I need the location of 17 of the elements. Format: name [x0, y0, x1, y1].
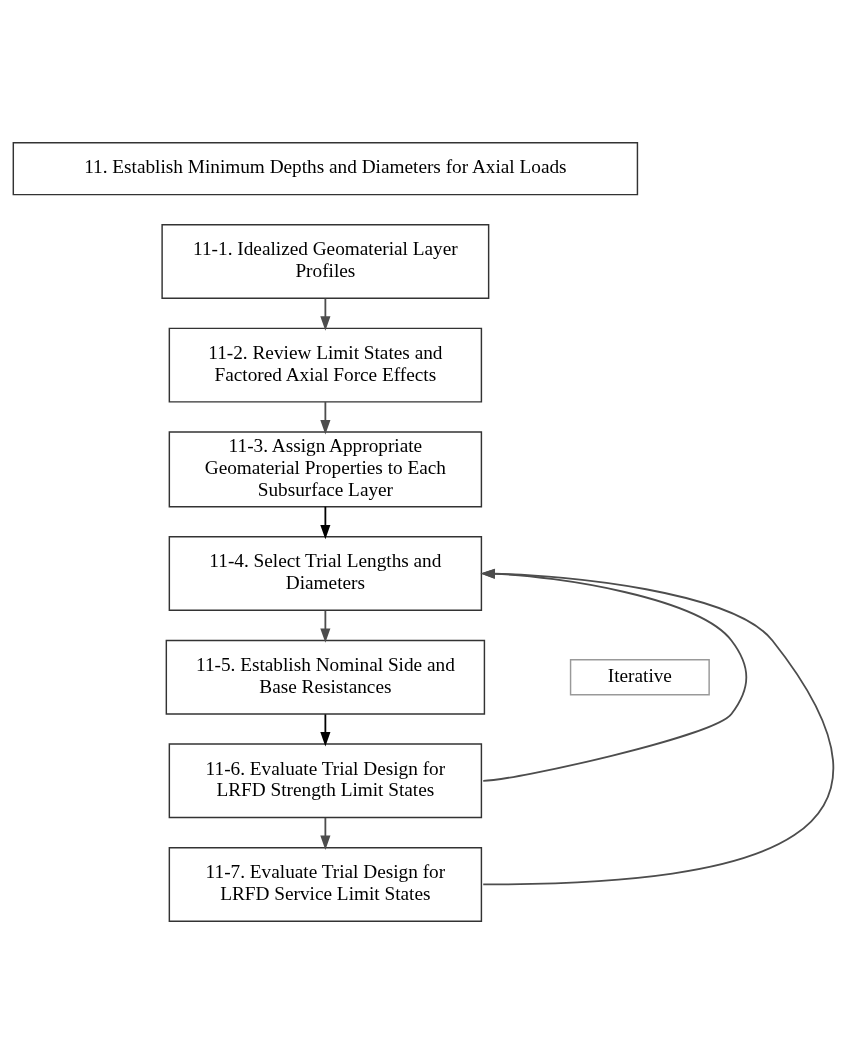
node-box: 11-7. Evaluate Trial Design for LRFD Service Limit States: [168, 846, 483, 922]
node-box: 11-1. Idealized Geomaterial Layer Profiles: [161, 223, 490, 299]
node-box: 11-4. Select Trial Lengths and Diameters: [168, 535, 483, 611]
node-box: 11-5. Establish Nominal Side and Base Resistances: [165, 639, 486, 715]
node-box: 11. Establish Minimum Depths and Diameters for Axial Loads: [12, 141, 639, 195]
node-box: 11-3. Assign Appropriate Geomaterial Properties to Each Subsurface Layer: [168, 430, 483, 507]
arrow: [320, 712, 331, 746]
node-box: 11-6. Evaluate Trial Design for LRFD Strength Limit States: [168, 742, 483, 818]
arrow: [320, 505, 331, 539]
arrow: [320, 816, 331, 850]
arrow: [480, 568, 834, 885]
node-box: Iterative: [569, 658, 710, 695]
arrow: [320, 400, 331, 434]
arrow: [320, 609, 331, 643]
arrow: [480, 568, 748, 782]
node-box: 11-2. Review Limit States and Factored Axial Force Effects: [168, 327, 483, 403]
arrow: [320, 297, 331, 331]
